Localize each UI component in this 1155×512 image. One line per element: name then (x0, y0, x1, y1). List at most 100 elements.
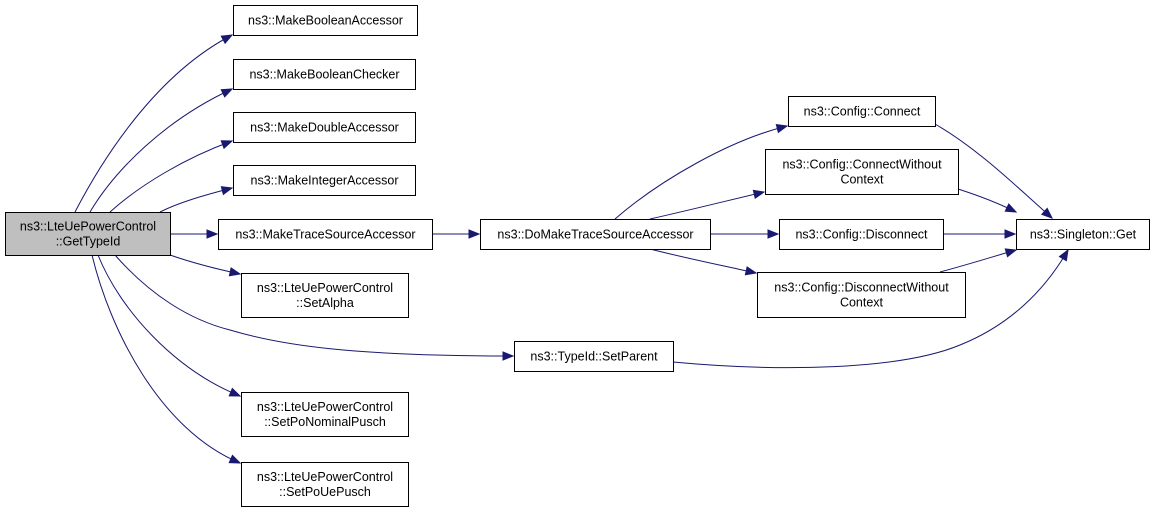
node-config-connect-without-context-label-2: Context (840, 173, 884, 187)
node-make-trace-source-accessor-label-1: ns3::MakeTraceSourceAccessor (235, 228, 415, 242)
node-do-make-trace-source-accessor-box (480, 219, 711, 250)
node-make-double-accessor[interactable]: ns3::MakeDoubleAccessor (233, 112, 416, 143)
node-set-po-nominal-pusch-box (241, 392, 409, 437)
node-set-alpha-box (241, 273, 409, 318)
node-set-alpha[interactable]: ns3::LteUePowerControl::SetAlpha (241, 273, 409, 318)
node-singleton-get-box (1016, 219, 1150, 250)
edge-root-to-make-double-accessor-arrowhead (220, 140, 234, 150)
edge-make-trace-source-accessor-to-do-make-trace-source-accessor-arrowhead (468, 229, 481, 239)
edge-root-to-set-po-ue-pusch-arrowhead (228, 454, 242, 464)
edge-root-to-typeid-set-parent (114, 254, 515, 361)
node-config-connect[interactable]: ns3::Config::Connect (788, 96, 936, 127)
node-singleton-get[interactable]: ns3::Singleton::Get (1016, 219, 1150, 250)
node-config-disconnect-without-context-label-2: Context (840, 296, 884, 310)
edge-root-to-set-alpha-line (169, 254, 241, 275)
node-make-boolean-accessor-label-1: ns3::MakeBooleanAccessor (248, 14, 403, 28)
edge-root-to-set-po-nominal-pusch-arrowhead (228, 387, 242, 397)
edge-root-to-set-alpha (169, 254, 242, 277)
edge-root-to-make-boolean-accessor-line (74, 34, 233, 213)
edge-do-make-trace-source-accessor-to-config-connect-arrowhead (775, 124, 789, 134)
node-config-disconnect-box (779, 219, 944, 250)
node-make-integer-accessor-box (233, 165, 416, 196)
edge-do-make-trace-source-accessor-to-config-connect-without-context-line (649, 191, 765, 220)
edge-do-make-trace-source-accessor-to-config-connect-line (614, 125, 788, 220)
edge-config-disconnect-without-context-to-singleton-get-arrowhead (1004, 248, 1018, 258)
edge-root-to-set-po-ue-pusch (91, 254, 242, 464)
node-set-po-ue-pusch-label-1: ns3::LteUePowerControl (257, 470, 393, 484)
edge-root-to-set-po-nominal-pusch (97, 254, 242, 397)
edge-config-disconnect-to-singleton-get-arrowhead (1004, 229, 1017, 239)
edge-root-to-typeid-set-parent-line (114, 254, 514, 357)
node-make-integer-accessor[interactable]: ns3::MakeIntegerAccessor (233, 165, 416, 196)
node-make-trace-source-accessor[interactable]: ns3::MakeTraceSourceAccessor (218, 219, 433, 250)
node-config-connect-without-context-box (765, 149, 959, 195)
edge-config-disconnect-without-context-to-singleton-get-line (939, 249, 1017, 273)
edge-do-make-trace-source-accessor-to-config-connect-without-context (649, 189, 766, 220)
edges-layer (74, 34, 1069, 464)
node-root-label-2: ::GetTypeId (56, 235, 121, 249)
edge-config-connect-without-context-to-singleton-get (957, 188, 1018, 213)
edge-do-make-trace-source-accessor-to-config-disconnect-without-context-line (649, 248, 757, 274)
edge-config-connect-to-singleton-get-arrowhead (1040, 207, 1054, 219)
node-make-boolean-checker-box (233, 59, 416, 90)
node-make-boolean-checker-label-1: ns3::MakeBooleanChecker (249, 68, 399, 82)
node-make-boolean-checker[interactable]: ns3::MakeBooleanChecker (233, 59, 416, 90)
node-make-trace-source-accessor-box (218, 219, 433, 250)
node-set-po-ue-pusch-box (241, 462, 409, 507)
node-typeid-set-parent[interactable]: ns3::TypeId::SetParent (514, 341, 674, 372)
node-set-alpha-label-1: ns3::LteUePowerControl (257, 281, 393, 295)
node-config-disconnect[interactable]: ns3::Config::Disconnect (779, 219, 944, 250)
node-make-double-accessor-box (233, 112, 416, 143)
edge-root-to-make-trace-source-accessor-arrowhead (206, 229, 219, 239)
edge-root-to-make-boolean-checker-arrowhead (220, 88, 234, 98)
edge-config-disconnect-without-context-to-singleton-get (939, 248, 1018, 273)
edge-config-connect-to-singleton-get-line (934, 123, 1053, 219)
node-config-connect-label-1: ns3::Config::Connect (804, 105, 921, 119)
edge-root-to-set-alpha-arrowhead (228, 267, 242, 277)
edge-root-to-make-integer-accessor-line (159, 187, 233, 213)
node-root[interactable]: ns3::LteUePowerControl::GetTypeId (5, 212, 171, 256)
edge-root-to-make-boolean-checker-line (89, 88, 233, 213)
node-make-boolean-accessor-box (233, 5, 418, 36)
node-singleton-get-label-1: ns3::Singleton::Get (1030, 228, 1137, 242)
edge-do-make-trace-source-accessor-to-config-disconnect (710, 229, 780, 239)
edge-root-to-set-po-ue-pusch-line (91, 254, 241, 464)
node-config-connect-without-context-label-1: ns3::Config::ConnectWithout (782, 158, 942, 172)
edge-typeid-set-parent-to-singleton-get-line (672, 249, 1069, 369)
nodes-layer: ns3::LteUePowerControl::GetTypeId ns3::Ma… (5, 5, 1150, 507)
node-make-integer-accessor-label-1: ns3::MakeIntegerAccessor (251, 174, 399, 188)
node-root-label-1: ns3::LteUePowerControl (20, 220, 156, 234)
node-set-po-ue-pusch[interactable]: ns3::LteUePowerControl::SetPoUePusch (241, 462, 409, 507)
node-set-alpha-label-2: ::SetAlpha (296, 296, 354, 310)
node-typeid-set-parent-box (514, 341, 674, 372)
node-set-po-nominal-pusch[interactable]: ns3::LteUePowerControl::SetPoNominalPusc… (241, 392, 409, 437)
edge-config-connect-to-singleton-get (934, 123, 1054, 219)
edge-typeid-set-parent-to-singleton-get-arrowhead (1058, 248, 1069, 262)
edge-make-trace-source-accessor-to-do-make-trace-source-accessor (432, 229, 481, 239)
edge-do-make-trace-source-accessor-to-config-connect-without-context-arrowhead (752, 189, 766, 200)
edge-root-to-make-double-accessor (109, 140, 234, 213)
edge-root-to-set-po-nominal-pusch-line (97, 254, 241, 397)
node-make-double-accessor-label-1: ns3::MakeDoubleAccessor (250, 121, 399, 135)
edge-root-to-make-boolean-checker (89, 88, 234, 213)
node-config-disconnect-without-context-box (757, 272, 966, 318)
node-root-box (5, 212, 171, 256)
edge-do-make-trace-source-accessor-to-config-connect (614, 124, 789, 220)
edge-root-to-typeid-set-parent-arrowhead (502, 351, 515, 361)
node-do-make-trace-source-accessor[interactable]: ns3::DoMakeTraceSourceAccessor (480, 219, 711, 250)
node-set-po-ue-pusch-label-2: ::SetPoUePusch (279, 485, 371, 499)
edge-root-to-make-double-accessor-line (109, 140, 233, 213)
edge-do-make-trace-source-accessor-to-config-disconnect-arrowhead (767, 229, 780, 239)
node-config-disconnect-label-1: ns3::Config::Disconnect (795, 228, 928, 242)
node-config-disconnect-without-context-label-1: ns3::Config::DisconnectWithout (774, 281, 949, 295)
node-make-boolean-accessor[interactable]: ns3::MakeBooleanAccessor (233, 5, 418, 36)
node-set-po-nominal-pusch-label-1: ns3::LteUePowerControl (257, 400, 393, 414)
edge-do-make-trace-source-accessor-to-config-disconnect-without-context-arrowhead (744, 266, 758, 276)
node-set-po-nominal-pusch-label-2: ::SetPoNominalPusch (264, 415, 386, 429)
node-do-make-trace-source-accessor-label-1: ns3::DoMakeTraceSourceAccessor (497, 228, 693, 242)
edge-root-to-make-integer-accessor-arrowhead (220, 186, 234, 196)
node-config-connect-box (788, 96, 936, 127)
